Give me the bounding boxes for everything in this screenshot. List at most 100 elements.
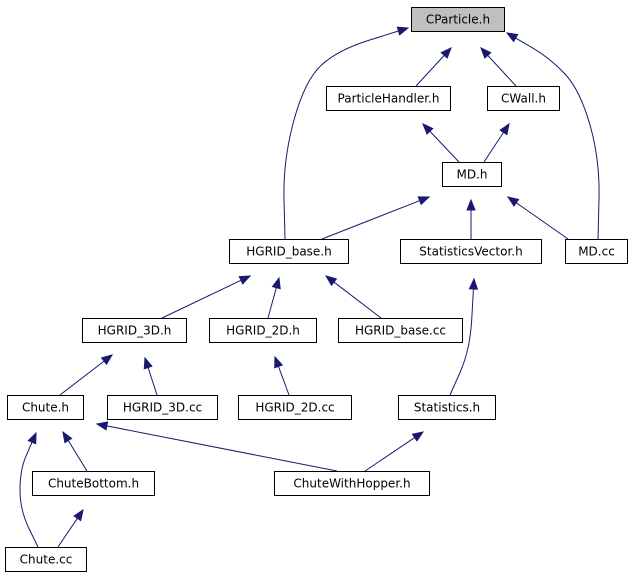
edge-arrowhead	[506, 196, 520, 207]
edge-line	[515, 202, 569, 240]
node-particlehandler[interactable]: ParticleHandler.h	[326, 86, 451, 111]
node-box[interactable]	[274, 471, 430, 496]
edge-arrowhead	[238, 275, 252, 285]
node-box[interactable]	[487, 86, 560, 111]
node-label: ChuteBottom.h	[48, 477, 139, 491]
node-hgrid-3d-cc[interactable]: HGRID_3D.cc	[107, 395, 218, 420]
edge-md_cc-to-cparticle	[505, 32, 600, 240]
edge-line	[364, 437, 415, 472]
edge-arrowhead	[417, 196, 431, 206]
node-chutebottom[interactable]: ChuteBottom.h	[32, 471, 155, 496]
node-label: HGRID_base.h	[246, 245, 331, 259]
edge-arrowhead	[324, 275, 338, 287]
node-box[interactable]	[411, 7, 505, 32]
edge-cwall-to-cparticle	[480, 47, 517, 87]
edge-hgrid_3d_cc-to-hgrid_3d_h	[143, 356, 158, 396]
edge-line	[106, 425, 338, 472]
edge-arrowhead	[422, 123, 434, 135]
edge-hgrid_2d_cc-to-hgrid_2d_h	[274, 355, 290, 396]
edge-hgrid_base_cc-to-hgrid_base_h	[324, 275, 382, 319]
node-box[interactable]	[398, 395, 496, 420]
edge-hgrid_base_h-to-md_h	[321, 196, 431, 240]
node-label: HGRID_3D.cc	[123, 401, 202, 415]
node-statistics-h[interactable]: Statistics.h	[398, 395, 496, 420]
edge-hgrid_2d_h-to-hgrid_base_h	[267, 276, 281, 319]
node-cwall[interactable]: CWall.h	[487, 86, 560, 111]
node-hgrid-base-cc[interactable]: HGRID_base.cc	[338, 318, 463, 343]
edge-particlehandler-to-cparticle	[415, 47, 452, 87]
node-chute-h[interactable]: Chute.h	[7, 395, 84, 420]
edge-line	[57, 518, 78, 548]
edge-arrowhead	[480, 47, 492, 59]
node-statisticsvector[interactable]: StatisticsVector.h	[400, 239, 542, 264]
edge-line	[487, 55, 517, 87]
node-box[interactable]	[7, 395, 84, 420]
node-chute-cc[interactable]: Chute.cc	[5, 547, 87, 572]
node-box[interactable]	[82, 318, 187, 343]
edge-hgrid_3d_h-to-hgrid_base_h	[161, 275, 252, 319]
edge-arrowhead	[95, 421, 109, 431]
edge-line	[415, 55, 445, 87]
edge-line	[483, 132, 504, 163]
edge-line	[147, 367, 158, 396]
node-hgrid-2d-cc[interactable]: HGRID_2D.cc	[238, 395, 352, 420]
node-label: Chute.h	[22, 401, 69, 415]
node-box[interactable]	[209, 318, 317, 343]
edge-arrowhead	[271, 276, 281, 290]
edge-chutewithhopper-to-chute_h	[95, 421, 338, 472]
node-box[interactable]	[5, 547, 87, 572]
edge-arrowhead	[499, 122, 510, 136]
node-hgrid-base-h[interactable]: HGRID_base.h	[229, 239, 349, 264]
edge-arrowhead	[274, 355, 284, 369]
node-label: HGRID_2D.cc	[255, 401, 334, 415]
node-md-h[interactable]: MD.h	[442, 162, 502, 187]
node-box[interactable]	[400, 239, 542, 264]
edge-arrowhead	[143, 356, 153, 370]
node-box[interactable]	[229, 239, 349, 264]
node-box[interactable]	[32, 471, 155, 496]
node-hgrid-2d-h[interactable]: HGRID_2D.h	[209, 318, 317, 343]
edge-chute_h-to-hgrid_3d_h	[59, 354, 114, 396]
edge-arrowhead	[100, 354, 114, 366]
edge-md_h-to-particlehandler	[422, 123, 460, 163]
edge-line	[161, 279, 242, 319]
edge-arrowhead	[396, 26, 410, 36]
node-label: Chute.cc	[20, 553, 73, 567]
edge-statistics_h-to-statisticsvector	[449, 277, 479, 396]
edge-line	[267, 287, 277, 319]
edge-chute_cc-to-chutebottom	[57, 508, 84, 548]
edge-arrowhead	[73, 508, 84, 522]
node-box[interactable]	[107, 395, 218, 420]
edge-arrowhead	[27, 431, 37, 445]
node-label: ParticleHandler.h	[338, 92, 440, 106]
node-chutewithhopper[interactable]: ChuteWithHopper.h	[274, 471, 430, 496]
edge-arrowhead	[468, 277, 479, 290]
node-cparticle[interactable]: CParticle.h	[411, 7, 505, 32]
edge-chutewithhopper-to-statistics_h	[364, 431, 425, 472]
node-md-cc[interactable]: MD.cc	[565, 239, 628, 264]
node-box[interactable]	[326, 86, 451, 111]
edge-arrowhead	[440, 47, 452, 59]
edge-line	[449, 288, 474, 396]
edge-chutebottom-to-chute_h	[62, 430, 88, 472]
edge-arrowhead	[505, 32, 519, 43]
node-label: Statistics.h	[414, 401, 480, 415]
node-label: MD.cc	[578, 245, 615, 259]
edge-line	[321, 200, 420, 240]
node-label: CWall.h	[501, 92, 546, 106]
node-label: CParticle.h	[426, 13, 490, 27]
edge-arrowhead	[466, 198, 476, 211]
node-hgrid-3d-h[interactable]: HGRID_3D.h	[82, 318, 187, 343]
node-box[interactable]	[238, 395, 352, 420]
edge-md_h-to-cwall	[483, 122, 510, 163]
edge-hgrid_base_h-to-cparticle	[283, 26, 410, 240]
node-box[interactable]	[442, 162, 502, 187]
node-label: HGRID_base.cc	[355, 324, 446, 338]
node-box[interactable]	[565, 239, 628, 264]
edge-line	[67, 440, 88, 472]
edge-md_cc-to-md_h	[506, 196, 569, 240]
edges-layer	[19, 26, 600, 548]
node-box[interactable]	[338, 318, 463, 343]
